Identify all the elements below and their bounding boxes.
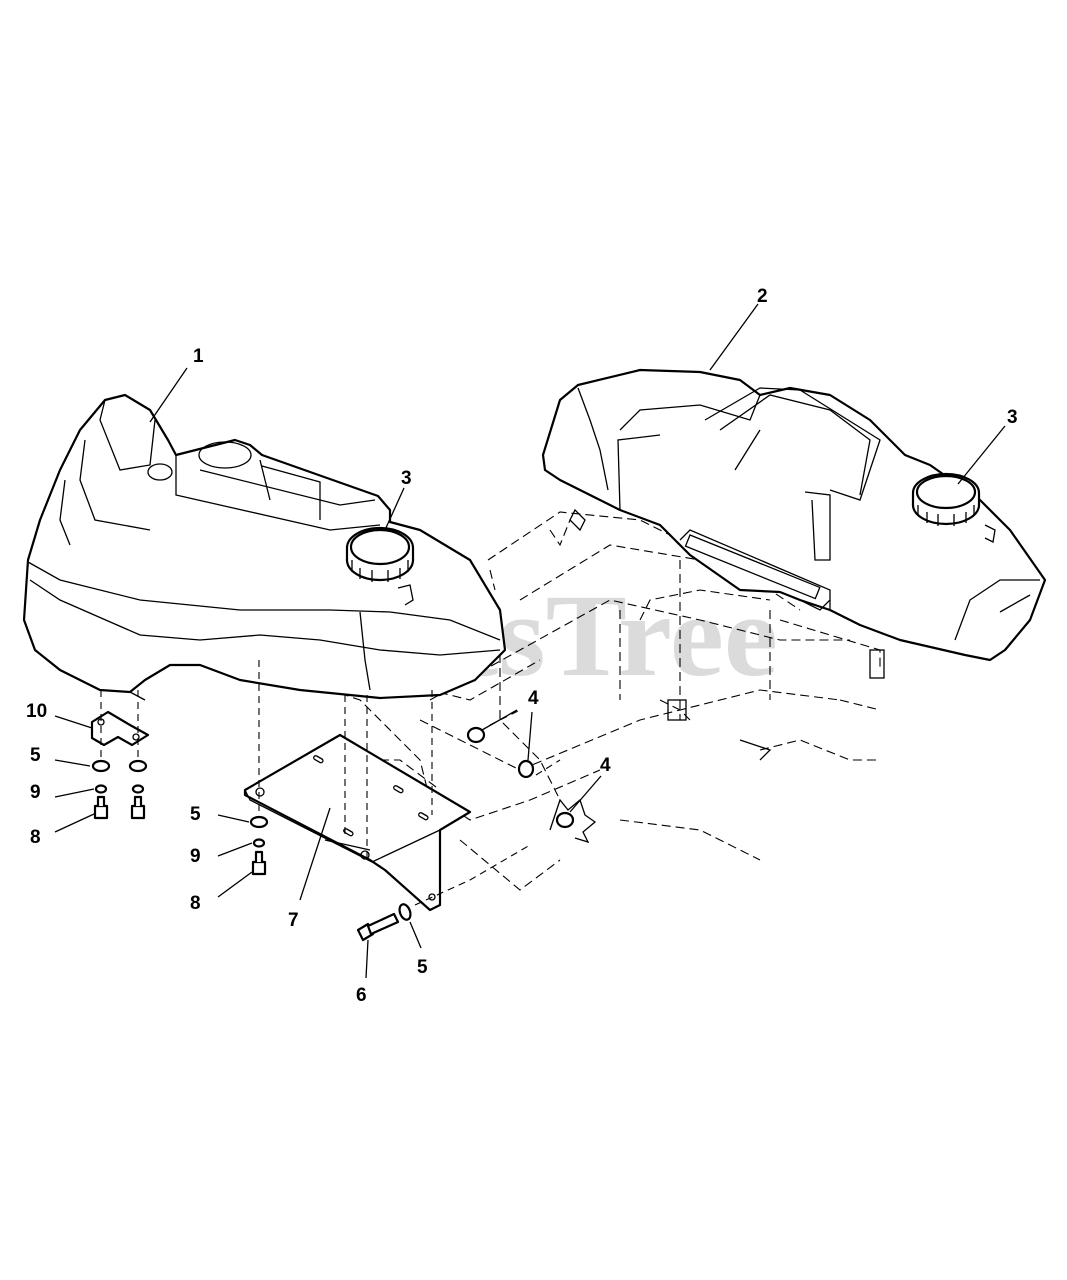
callout-5-mid: 5 [190,804,201,825]
callout-1: 1 [193,346,204,367]
callout-3-left: 3 [401,468,412,489]
callout-6: 6 [356,985,367,1006]
callout-2: 2 [757,286,768,307]
callout-5-left: 5 [30,745,41,766]
callout-10: 10 [26,701,47,722]
bracket [90,710,150,747]
leader-lines [54,303,1006,979]
callout-3-right: 3 [1007,407,1018,428]
fuel-cap-left [345,526,415,582]
callout-9-mid: 9 [190,846,201,867]
mounting-plate [243,733,472,912]
callout-8-left: 8 [30,827,41,848]
callout-8-mid: 8 [190,893,201,914]
callout-5-bottom: 5 [417,957,428,978]
hardware [91,726,597,942]
callout-9-left: 9 [30,782,41,803]
right-fender [541,368,1047,662]
callout-4-upper: 4 [528,688,539,709]
left-fender [22,393,507,701]
callout-7: 7 [288,910,299,931]
callout-4-lower: 4 [600,755,611,776]
fuel-cap-right [911,472,981,526]
callout-labels: 1 2 3 3 4 4 10 5 9 8 5 9 8 7 6 5 [26,286,1018,1006]
